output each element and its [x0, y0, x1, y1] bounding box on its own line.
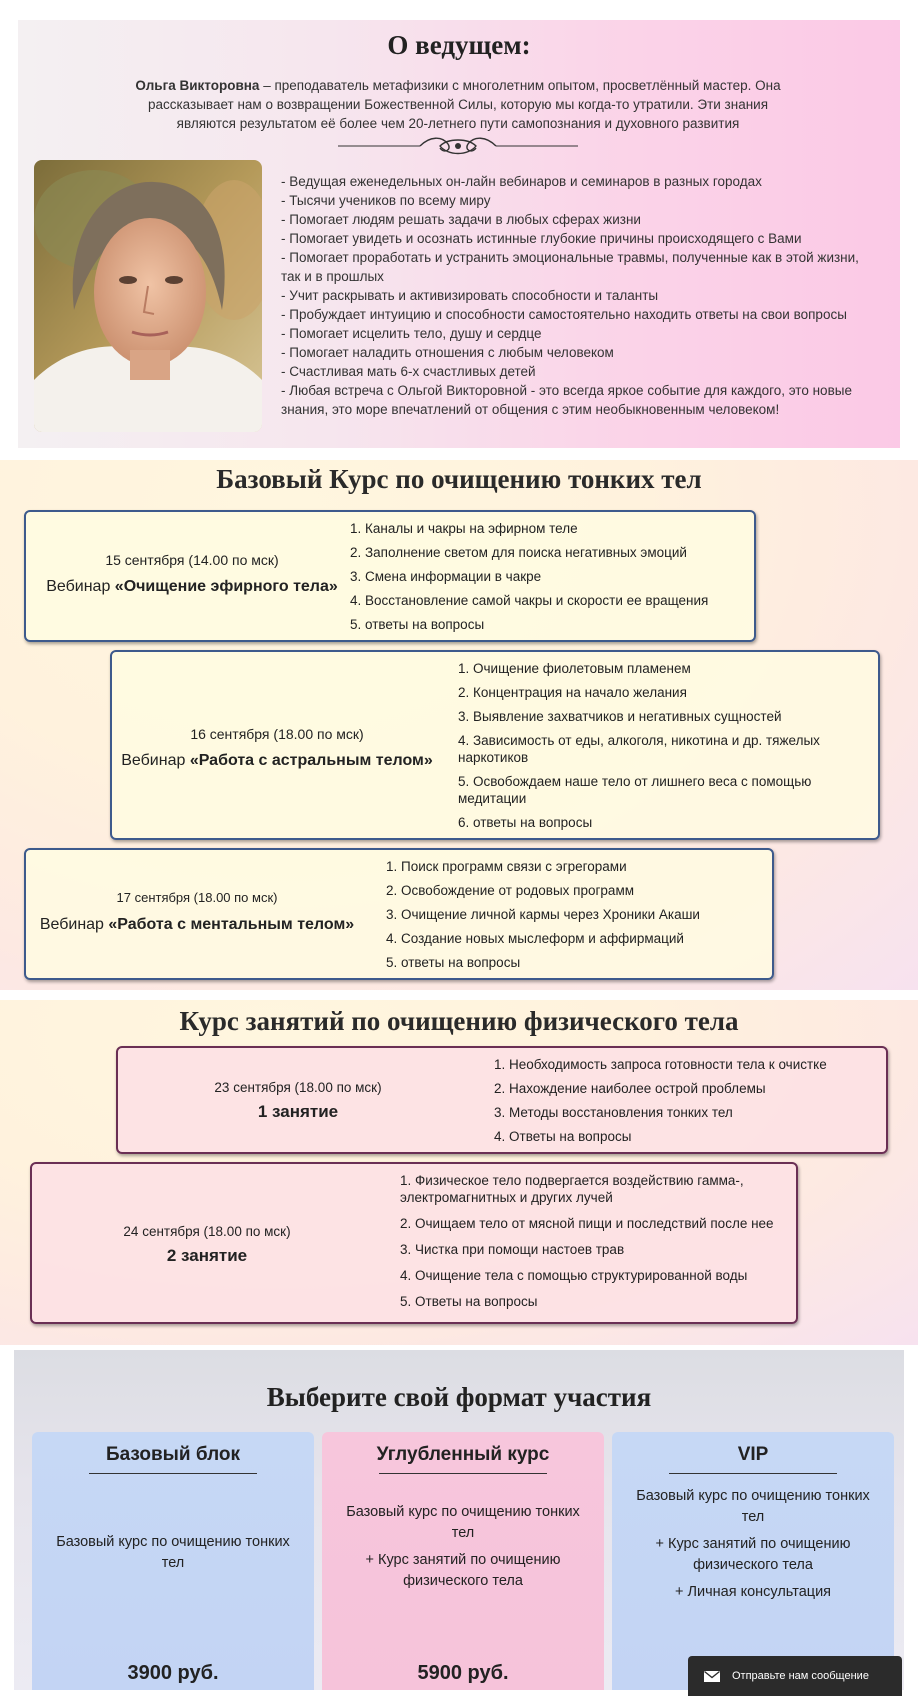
- list-item: - Ведущая еженедельных он-лайн вебинаров…: [281, 174, 762, 189]
- session-card-2: 24 сентября (18.00 по мск) 2 занятие 1. …: [30, 1162, 798, 1324]
- plan-description: Базовый курс по очищению тонких тел + Ку…: [632, 1486, 874, 1603]
- list-item: 2. Нахождение наиболее острой проблемы: [494, 1081, 766, 1096]
- list-item: - Тысячи учеников по всему миру: [281, 193, 491, 208]
- plan-name: VIP: [737, 1444, 769, 1465]
- list-item: - Счастливая мать 6-х счастливых детей: [281, 364, 536, 379]
- list-item: 5. Ответы на вопросы: [400, 1294, 538, 1309]
- list-item: 6. ответы на вопросы: [458, 815, 593, 830]
- list-item: 3. Методы восстановления тонких тел: [494, 1105, 733, 1120]
- plan-card-basic[interactable]: Базовый блок Базовый курс по очищению то…: [32, 1432, 314, 1690]
- plan-name: Углубленный курс: [376, 1444, 550, 1465]
- webinar-card-1: 15 сентября (14.00 по мск) Вебинар «Очищ…: [24, 510, 756, 642]
- list-item: 4. Ответы на вопросы: [494, 1129, 632, 1144]
- session-topics: 1. Необходимость запроса готовности тела…: [494, 1056, 874, 1145]
- list-item: 1. Каналы и чакры на эфирном теле: [350, 521, 578, 536]
- plan-card-vip[interactable]: VIP Базовый курс по очищению тонких тел …: [612, 1432, 894, 1690]
- list-item: 3. Смена информации в чакре: [350, 569, 542, 584]
- list-item: 3. Очищение личной кармы через Хроники А…: [386, 907, 700, 922]
- list-item: - Учит раскрывать и активизировать спосо…: [281, 288, 659, 303]
- chat-widget-button[interactable]: Отправьте нам сообщение: [688, 1656, 902, 1696]
- list-item: 3. Чистка при помощи настоев трав: [400, 1242, 625, 1257]
- webinar-topics: 1. Каналы и чакры на эфирном теле 2. Зап…: [350, 520, 750, 633]
- list-item: 5. ответы на вопросы: [386, 955, 521, 970]
- webinar-name: «Работа с астральным телом»: [189, 752, 433, 769]
- webinar-card-3: 17 сентября (18.00 по мск) Вебинар «Рабо…: [24, 848, 774, 980]
- pricing-section: Выберите свой формат участия Базовый бло…: [14, 1350, 904, 1690]
- plan-feature: + Курс занятий по очищению физического т…: [365, 1552, 561, 1589]
- list-item: 1. Необходимость запроса готовности тела…: [494, 1057, 827, 1072]
- plan-name: Базовый блок: [105, 1444, 241, 1465]
- physical-course-title: Курс занятий по очищению физического тел…: [179, 1006, 739, 1036]
- webinar-name: «Очищение эфирного тела»: [114, 578, 338, 595]
- list-item: - Помогает проработать и устранить эмоци…: [281, 250, 859, 284]
- plan-divider: [89, 1473, 257, 1474]
- plan-feature: Базовый курс по очищению тонких тел: [346, 1504, 580, 1541]
- session-card-1: 23 сентября (18.00 по мск) 1 занятие 1. …: [116, 1046, 888, 1154]
- host-portrait: [34, 160, 262, 432]
- webinar-date: 15 сентября (14.00 по мск): [105, 552, 279, 568]
- plan-description: Базовый курс по очищению тонких тел + Ку…: [342, 1502, 584, 1592]
- webinar-date: 16 сентября (18.00 по мск): [190, 726, 364, 742]
- about-intro: Ольга Викторовна – преподаватель метафиз…: [118, 76, 798, 133]
- list-item: 3. Выявление захватчиков и негативных су…: [458, 709, 782, 724]
- plan-feature: + Курс занятий по очищению физического т…: [655, 1536, 851, 1573]
- plan-feature: Базовый курс по очищению тонких тел: [636, 1488, 870, 1525]
- list-item: 2. Освобождение от родовых программ: [386, 883, 635, 898]
- session-date: 24 сентября (18.00 по мск): [123, 1224, 291, 1239]
- session-name: 2 занятие: [166, 1246, 248, 1265]
- list-item: 5. Освобождаем наше тело от лишнего веса…: [458, 774, 812, 806]
- about-section: О ведущем: Ольга Викторовна – преподават…: [18, 20, 900, 448]
- list-item: 2. Очищаем тело от мясной пищи и последс…: [400, 1216, 774, 1231]
- host-description: – преподаватель метафизики с многолетним…: [147, 78, 781, 131]
- host-achievements-list: - Ведущая еженедельных он-лайн вебинаров…: [281, 172, 881, 419]
- list-item: - Помогает увидеть и осознать истинные г…: [281, 231, 802, 246]
- webinar-prefix: Вебинар: [121, 752, 190, 769]
- plan-feature: Базовый курс по очищению тонких тел: [56, 1534, 290, 1571]
- webinar-name: «Работа с ментальным телом»: [108, 916, 355, 933]
- webinar-card-2: 16 сентября (18.00 по мск) Вебинар «Рабо…: [110, 650, 880, 840]
- list-item: - Помогает наладить отношения с любым че…: [281, 345, 614, 360]
- session-topics: 1. Физическое тело подвергается воздейст…: [400, 1172, 780, 1310]
- webinar-topics: 1. Очищение фиолетовым пламенем 2. Конце…: [458, 660, 848, 831]
- basic-course-title: Базовый Курс по очищению тонких тел: [216, 464, 702, 494]
- list-item: 1. Физическое тело подвергается воздейст…: [400, 1173, 744, 1205]
- list-item: 5. ответы на вопросы: [350, 617, 485, 632]
- session-date: 23 сентября (18.00 по мск): [214, 1080, 382, 1095]
- webinar-prefix: Вебинар: [39, 916, 109, 933]
- about-title: О ведущем:: [387, 30, 531, 60]
- list-item: - Пробуждает интуицию и способности само…: [281, 307, 847, 322]
- list-item: 1. Очищение фиолетовым пламенем: [458, 661, 691, 676]
- webinar-prefix: Вебинар: [46, 578, 115, 595]
- plan-price: 3900 руб.: [127, 1662, 219, 1684]
- list-item: 1. Поиск программ связи с эгрегорами: [386, 859, 627, 874]
- host-name: Ольга Викторовна: [135, 78, 260, 93]
- plan-description: Базовый курс по очищению тонких тел: [52, 1532, 294, 1574]
- list-item: - Помогает людям решать задачи в любых с…: [281, 212, 641, 227]
- list-item: - Любая встреча с Ольгой Викторовной - э…: [281, 383, 852, 417]
- list-item: - Помогает исцелить тело, душу и сердце: [281, 326, 542, 341]
- webinar-topics: 1. Поиск программ связи с эгрегорами 2. …: [386, 858, 766, 971]
- plan-divider: [669, 1473, 837, 1474]
- plan-feature: + Личная консультация: [674, 1584, 832, 1600]
- list-item: 4. Зависимость от еды, алкоголя, никотин…: [458, 733, 820, 765]
- pricing-title: Выберите свой формат участия: [266, 1382, 652, 1412]
- plan-divider: [379, 1473, 547, 1474]
- plan-price: 5900 руб.: [417, 1662, 509, 1684]
- plan-card-advanced[interactable]: Углубленный курс Базовый курс по очищени…: [322, 1432, 604, 1690]
- list-item: 2. Концентрация на начало желания: [458, 685, 687, 700]
- ornament-divider: [338, 137, 578, 155]
- chat-widget-label: Отправьте нам сообщение: [732, 1670, 869, 1682]
- envelope-icon: [704, 1670, 720, 1682]
- webinar-date: 17 сентября (18.00 по мск): [116, 890, 278, 905]
- list-item: 4. Восстановление самой чакры и скорости…: [350, 593, 709, 608]
- session-name: 1 занятие: [257, 1102, 339, 1121]
- list-item: 4. Создание новых мыслеформ и аффирмаций: [386, 931, 684, 946]
- list-item: 4. Очищение тела с помощью структурирова…: [400, 1268, 748, 1283]
- list-item: 2. Заполнение светом для поиска негативн…: [350, 545, 687, 560]
- physical-course-section: Курс занятий по очищению физического тел…: [0, 1000, 918, 1345]
- basic-course-section: Базовый Курс по очищению тонких тел 15 с…: [0, 460, 918, 990]
